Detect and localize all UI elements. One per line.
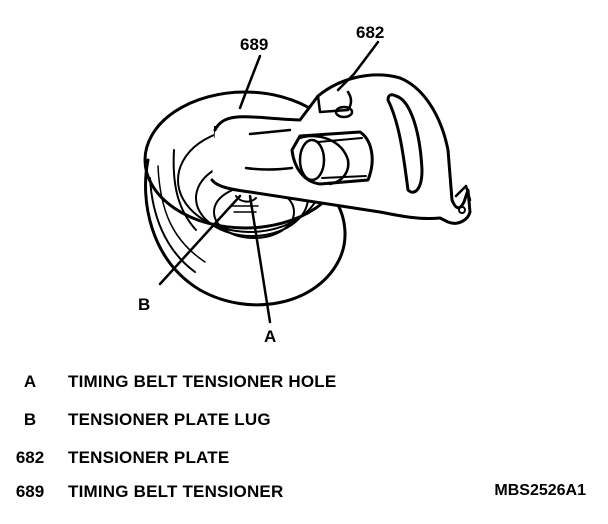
tensioner-plate	[210, 73, 472, 225]
legend-description: TIMING BELT TENSIONER HOLE	[68, 372, 337, 391]
legend-key: 689	[15, 482, 45, 501]
leader-A	[248, 194, 272, 324]
legend-description: TENSIONER PLATE LUG	[68, 410, 271, 429]
callout-682: 682	[356, 23, 384, 42]
legend-key: A	[23, 372, 37, 391]
legend-row: A TIMING BELT TENSIONER HOLE	[0, 372, 608, 398]
legend-row: B TENSIONER PLATE LUG	[0, 410, 608, 436]
legend-description: TIMING BELT TENSIONER	[68, 482, 284, 501]
figure-id: MBS2526A1	[494, 482, 586, 499]
legend-row: 682 TENSIONER PLATE	[0, 448, 608, 474]
legend-description: TENSIONER PLATE	[68, 448, 230, 467]
leader-B	[158, 194, 242, 286]
callout-689: 689	[240, 35, 268, 54]
legend-key: B	[23, 410, 37, 429]
legend-key: 682	[15, 448, 45, 467]
legend-row: 689 TIMING BELT TENSIONER MBS2526A1	[0, 482, 608, 508]
leader-682	[336, 40, 380, 92]
callout-A: A	[264, 327, 276, 346]
callout-B: B	[138, 295, 150, 314]
leader-689	[238, 54, 262, 110]
tensioner-diagram: 689 682 B A	[138, 23, 472, 346]
timing-belt-tensioner-hole	[231, 195, 259, 213]
